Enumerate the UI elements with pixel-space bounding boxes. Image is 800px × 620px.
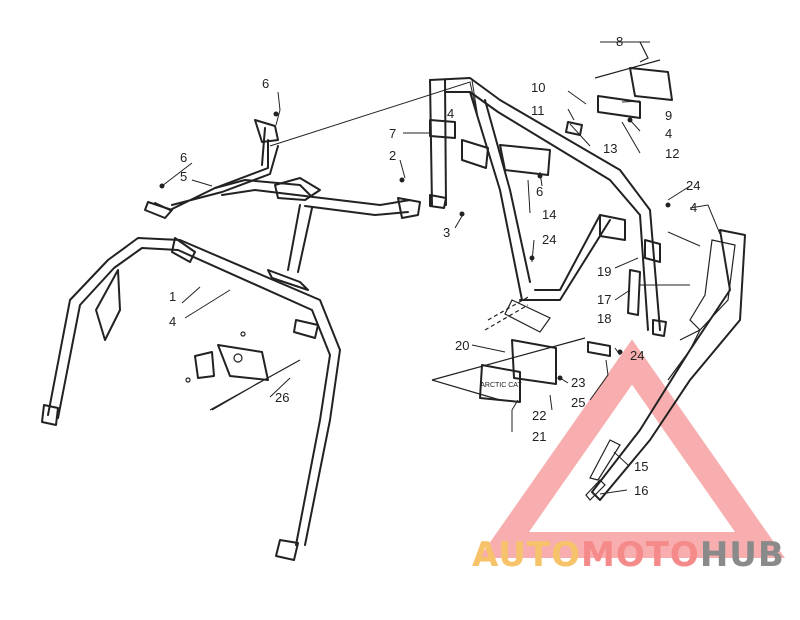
callout-25: 25 xyxy=(571,395,585,410)
badge-text: ARCTIC CAT xyxy=(480,382,522,389)
side-net-panel xyxy=(585,229,746,501)
callout-9: 9 xyxy=(665,108,672,123)
leader-lines xyxy=(161,41,721,495)
callout-6: 6 xyxy=(536,184,543,199)
callout-18: 18 xyxy=(597,311,611,326)
callout-2: 2 xyxy=(389,148,396,163)
rear-view-mirror xyxy=(185,331,301,411)
callout-12: 12 xyxy=(665,146,679,161)
callout-6: 6 xyxy=(180,150,187,165)
callout-24: 24 xyxy=(686,178,700,193)
callout-3: 3 xyxy=(443,225,450,240)
callout-14: 14 xyxy=(542,207,556,222)
callout-8: 8 xyxy=(616,34,623,49)
callout-16: 16 xyxy=(634,483,648,498)
callout-13: 13 xyxy=(603,141,617,156)
callout-26: 26 xyxy=(275,390,289,405)
callout-7: 7 xyxy=(389,126,396,141)
callout-5: 5 xyxy=(180,169,187,184)
callout-23: 23 xyxy=(571,375,585,390)
front-roll-hoop xyxy=(41,237,341,561)
callout-24: 24 xyxy=(542,232,556,247)
rear-cross-brace xyxy=(144,119,421,291)
callout-6: 6 xyxy=(262,76,269,91)
callout-4: 4 xyxy=(665,126,672,141)
callout-10: 10 xyxy=(531,80,545,95)
rear-roll-frame xyxy=(429,77,667,337)
callout-4: 4 xyxy=(169,314,176,329)
callout-4: 4 xyxy=(447,106,454,121)
watermark-triangle xyxy=(479,339,785,558)
watermark-logo: AUTOMOTOHUB xyxy=(472,535,785,575)
callout-21: 21 xyxy=(532,429,546,444)
callout-15: 15 xyxy=(634,459,648,474)
watermark-auto: AUTO xyxy=(472,535,581,575)
license-plate-assembly: ARCTIC CAT xyxy=(431,337,611,403)
callout-20: 20 xyxy=(455,338,469,353)
callout-17: 17 xyxy=(597,292,611,307)
fastener-dots xyxy=(159,111,671,381)
callout-labels: 6 6 5 1 4 4 7 2 3 6 14 24 10 11 13 8 9 4… xyxy=(169,34,700,498)
watermark-moto: MOTO xyxy=(580,535,700,575)
callout-1: 1 xyxy=(169,289,176,304)
tail-light xyxy=(565,41,673,136)
callout-4: 4 xyxy=(690,200,697,215)
callout-22: 22 xyxy=(532,408,546,423)
callout-24: 24 xyxy=(630,348,644,363)
watermark-hub: HUB xyxy=(699,535,785,575)
callout-19: 19 xyxy=(597,264,611,279)
callout-11: 11 xyxy=(531,103,545,118)
